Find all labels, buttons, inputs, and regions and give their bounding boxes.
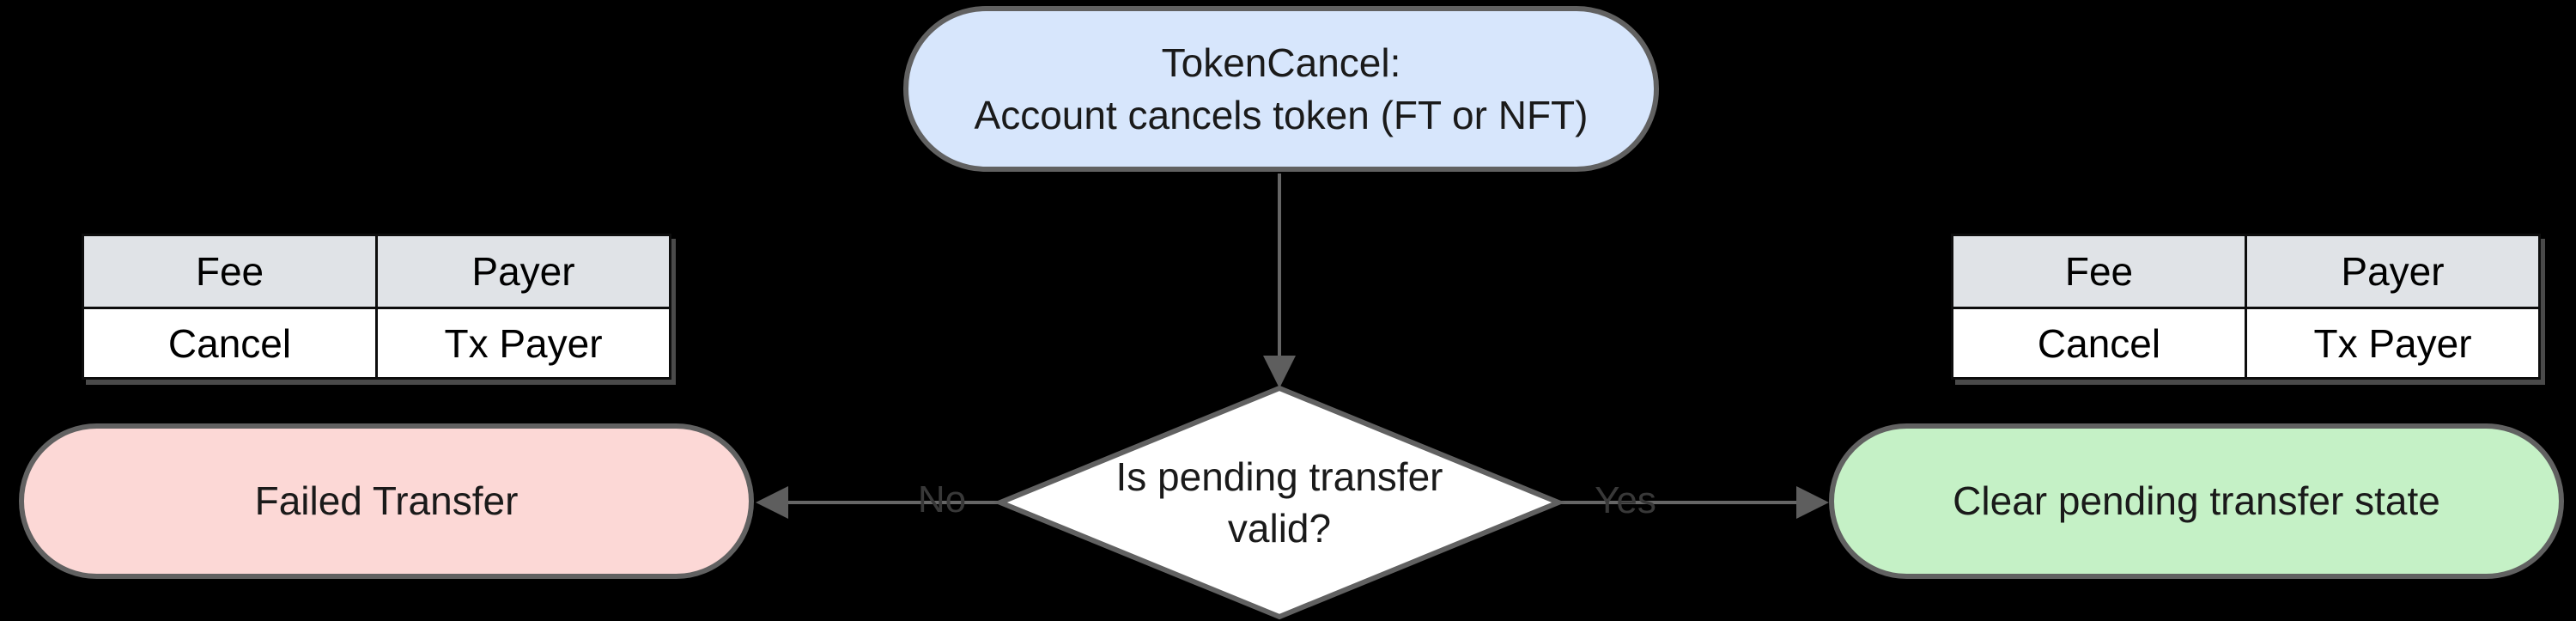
edge-label-no: No	[917, 478, 967, 521]
payer-header-cell: Payer	[375, 234, 671, 309]
node-tokencancel: TokenCancel: Account cancels token (FT o…	[903, 6, 1659, 172]
node-failed-transfer: Failed Transfer	[19, 423, 754, 579]
node-decision-line1: Is pending transfer	[1115, 454, 1443, 499]
table-header-row: Fee Payer	[1951, 234, 2541, 309]
arrowhead-left-icon	[756, 486, 788, 519]
node-clear-pending-label: Clear pending transfer state	[1953, 478, 2440, 523]
fee-table-right: Fee Payer Cancel Tx Payer	[1951, 234, 2541, 380]
decision-diamond-shape	[993, 385, 1565, 620]
arrowhead-right-icon	[1796, 486, 1829, 519]
table-row: Cancel Tx Payer	[1951, 307, 2541, 380]
fee-header-cell: Fee	[82, 234, 378, 309]
node-tokencancel-line1: TokenCancel:	[1161, 40, 1401, 85]
node-tokencancel-line2: Account cancels token (FT or NFT)	[974, 92, 1589, 137]
node-clear-pending: Clear pending transfer state	[1829, 423, 2564, 579]
fee-header-cell: Fee	[1951, 234, 2247, 309]
edge-label-yes: Yes	[1595, 479, 1656, 521]
table-header-row: Fee Payer	[82, 234, 671, 309]
payer-value-cell: Tx Payer	[2245, 307, 2541, 380]
fee-value-cell: Cancel	[1951, 307, 2247, 380]
node-decision-label: Is pending transfer valid?	[1039, 451, 1520, 554]
payer-value-cell: Tx Payer	[375, 307, 671, 380]
node-failed-transfer-label: Failed Transfer	[254, 478, 519, 523]
node-decision-line2: valid?	[1227, 506, 1332, 551]
table-row: Cancel Tx Payer	[82, 307, 671, 380]
payer-header-cell: Payer	[2245, 234, 2541, 309]
fee-value-cell: Cancel	[82, 307, 378, 380]
arrowhead-down-icon	[1263, 356, 1296, 388]
fee-table-left: Fee Payer Cancel Tx Payer	[82, 234, 671, 380]
